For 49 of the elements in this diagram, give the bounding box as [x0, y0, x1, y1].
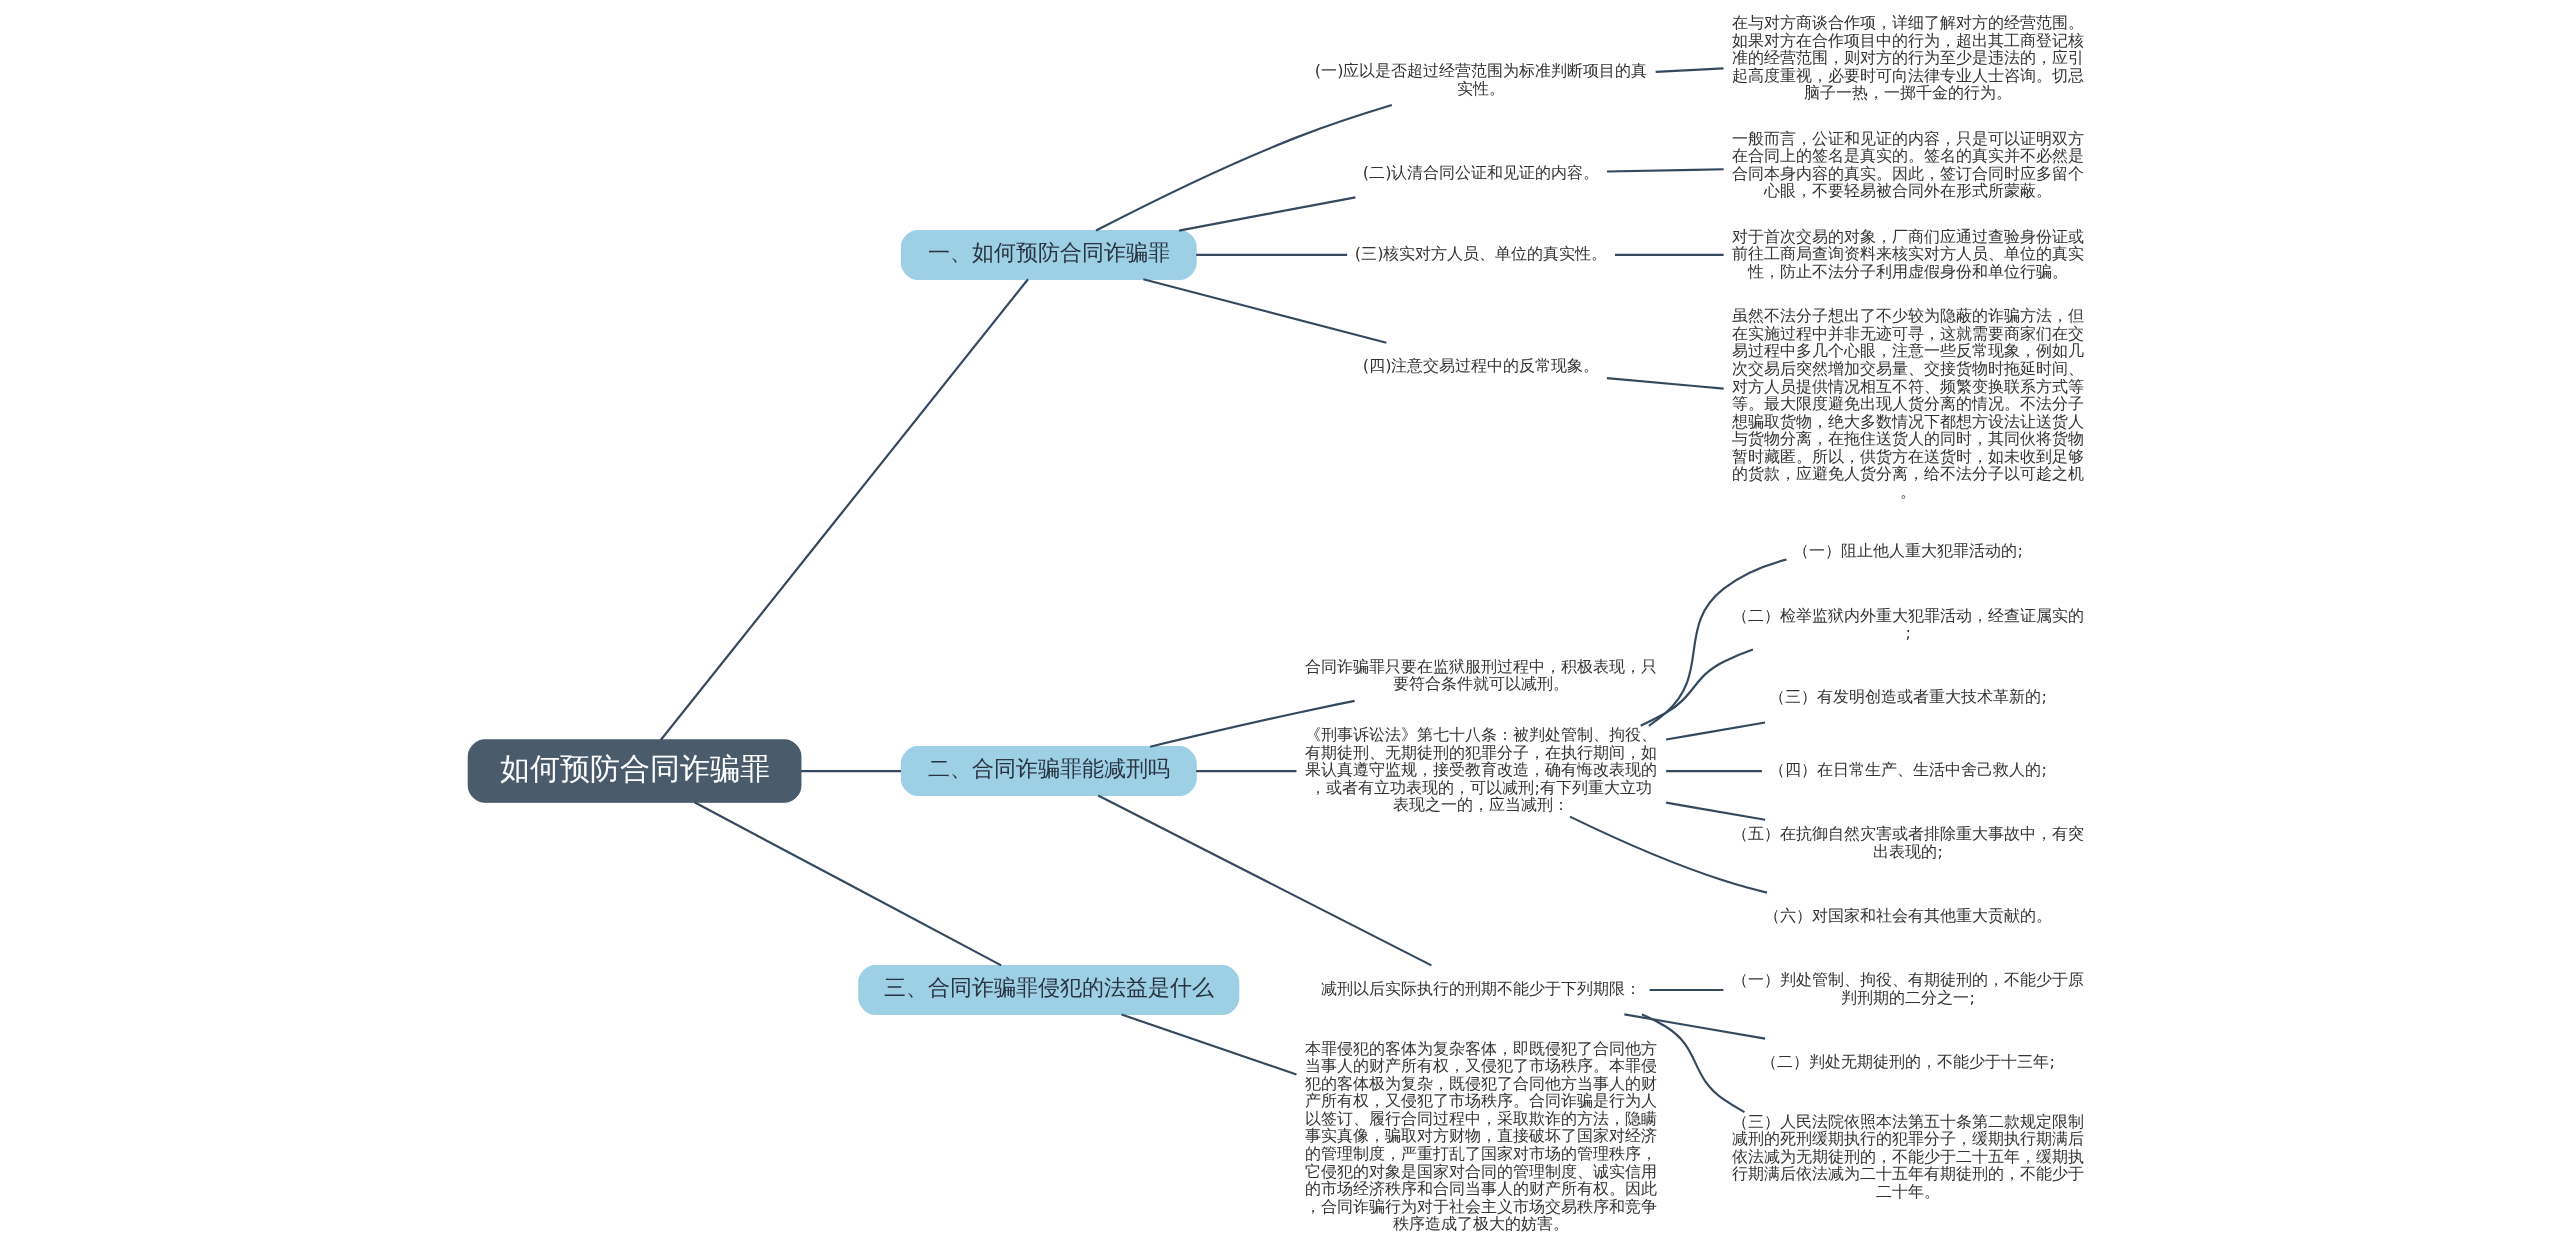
connector [1178, 196, 1356, 232]
node-text: 对于首次交易的对象，厂商们应通过查验身份证或前往工商局查询资料来核实对方人员、单位的真实性，防止不法分子利用虚假身份和单位行骗。 [1731, 226, 2084, 281]
node-box: 一、如何预防合同诈骗罪 [900, 229, 1197, 280]
node-box: 二、合同诈骗罪能减刑吗 [900, 746, 1197, 797]
connector [1649, 988, 1723, 992]
node-text: (二)认清合同公证和见证的内容。 [1362, 163, 1599, 183]
connector [659, 278, 1029, 741]
node-text: 一般而言，公证和见证的内容，只是可以证明双方在合同上的签名是真实的。签名的真实并不必然是合同本身内容的真实。因此，签订合同时应多留个心眼，不要轻易被合同外在形式所蒙蔽。 [1731, 128, 2084, 201]
node-text: （三）有发明创造或者重大技术革新的; [1768, 687, 2047, 707]
node-text: 合同诈骗罪只要在监狱服刑过程中，积极表现，只要符合条件就可以减刑。 [1304, 656, 1657, 694]
connector [1120, 1013, 1297, 1076]
connector [1195, 253, 1347, 256]
node-text: 在与对方商谈合作项，详细了解对方的经营范围。如果对方在合作项目中的行为，超出其工商登记核准的经营范围，则对方的行为至少是违法的，应引起高度重视，必要时可向法律专业人士咨询。切忌脑子一热，一掷千金的行为。 [1731, 13, 2084, 103]
node-text: （二）判处无期徒刑的，不能少于十三年; [1760, 1052, 2055, 1072]
connector [1195, 770, 1296, 773]
node-text: 虽然不法分子想出了不少较为隐蔽的诈骗方法，但在实施过程中并非无迹可寻，这就需要商家们在交易过程中多几个心眼，注意一些反常现象，例如几次交易后突然增加交易量、交接货物时拖延时间、对方人员提供情况相互不符、频繁变换联系方式等等。最大限度避免出现人货分离的情况。不法分子想骗取货物，绝大多数情况下都想方设法让送货人与货物分离，在拖住送货人的同时，其同伙将货物暂时藏匿。所以，供货方在送货时，如未收到足够的货款，应避免人货分离，给不法分子以可趁之机。 [1731, 306, 2084, 501]
connector [1614, 253, 1724, 256]
connector [1142, 278, 1387, 344]
node-text: (一)应以是否超过经营范围为标准判断项目的真实性。 [1314, 61, 1647, 98]
node-box: 三、合同诈骗罪侵犯的法益是什么 [857, 965, 1239, 1015]
node-text: （三）人民法院依照本法第五十条第二款规定限制减刑的死刑缓期执行的犯罪分子，缓期执行期满后依法减为无期徒刑的，不能少于二十五年，缓期执行期满后依法减为二十五年有期徒刑的，不能少于二十年。 [1731, 1111, 2084, 1201]
node-text: (三)核实对方人员、单位的真实性。 [1354, 244, 1607, 264]
node-text: （五）在抗御自然灾害或者排除重大事故中，有突出表现的; [1731, 824, 2084, 862]
connector [1655, 67, 1724, 73]
connector [1665, 770, 1762, 773]
connector [1647, 558, 1787, 727]
node-text: 本罪侵犯的客体为复杂客体，即既侵犯了合同他方当事人的财产所有权，又侵犯了市场秩序。本罪侵犯的客体极为复杂，既侵犯了合同他方当事人的财产所有权，又侵犯了市场秩序。合同诈骗是行为人以签订、履行合同过程中，采取欺诈的方法，隐瞒事实真像，骗取对方财物，直接破坏了国家对经济的管理制度，严重打乱了国家对市场的管理秩序，它侵犯的对象是国家对合同的管理制度、诚实信用的市场经济秩序和合同当事人的财产所有权。因此，合同诈骗行为对于社会主义市场交易秩序和竞争秩序造成了极大的妨害。 [1304, 1038, 1657, 1234]
connector [1568, 815, 1767, 894]
connector [1641, 1013, 1745, 1114]
connector [1097, 794, 1432, 967]
node-text: (四)注意交易过程中的反常现象。 [1362, 356, 1599, 376]
node-text: 《刑事诉讼法》第七十八条：被判处管制、拘役、有期徒刑、无期徒刑的犯罪分子，在执行期间，如果认真遵守监规，接受教育改造，确有悔改表现的，或者有立功表现的，可以减刑;有下列重大立功表现之一的，应当减刑： [1304, 725, 1657, 815]
node-text: （二）检举监狱内外重大犯罪活动，经查证属实的; [1731, 605, 2084, 643]
connector [1606, 168, 1724, 173]
connector [800, 770, 901, 773]
connector [1623, 1013, 1765, 1040]
connector [1665, 721, 1765, 741]
node-box: 如何预防合同诈骗罪 [467, 739, 801, 803]
connector [1639, 648, 1753, 727]
connector [1149, 699, 1355, 748]
node-text: （四）在日常生产、生活中舍己救人的; [1768, 760, 2047, 780]
node-text: （六）对国家和社会有其他重大贡献的。 [1763, 906, 2052, 926]
node-text: （一）阻止他人重大犯罪活动的; [1792, 541, 2023, 561]
node-text: （一）判处管制、拘役、有期徒刑的，不能少于原判刑期的二分之一; [1731, 970, 2084, 1007]
node-text: 减刑以后实际执行的刑期不能少于下列期限： [1320, 979, 1641, 999]
connector [1606, 377, 1724, 390]
connector [693, 801, 1002, 967]
connector [1665, 801, 1765, 821]
connector [1095, 104, 1392, 232]
